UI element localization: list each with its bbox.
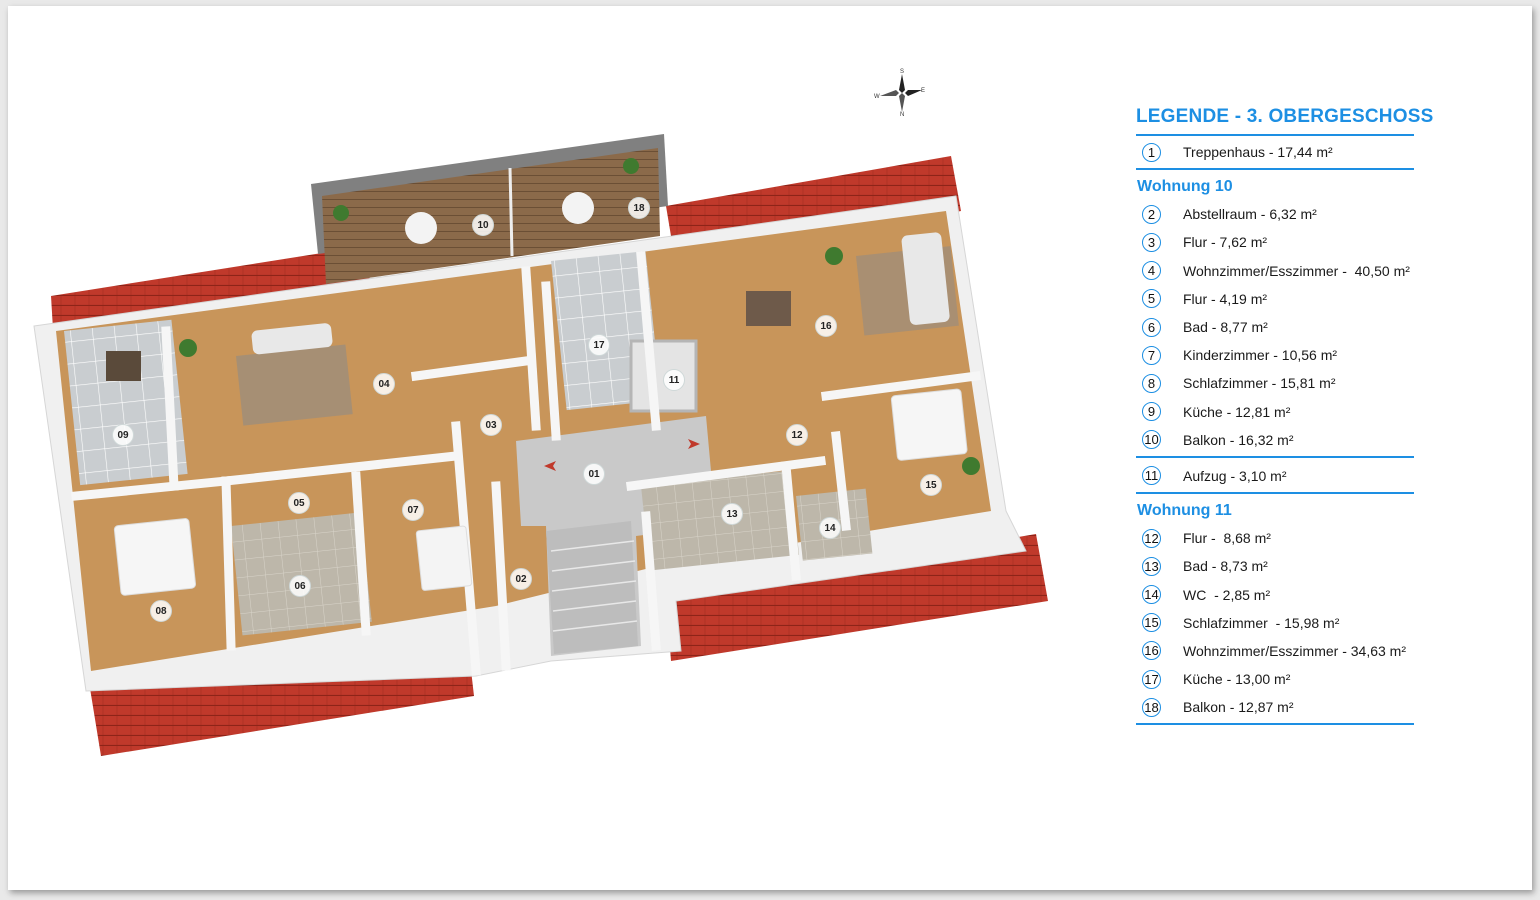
legend-item-1: 1 Treppenhaus - 17,44 m² xyxy=(1142,138,1448,166)
legend-divider xyxy=(1136,492,1414,495)
legend-item-6: 6 Bad - 8,77 m² xyxy=(1142,313,1448,341)
legend-item-17: 17 Küche - 13,00 m² xyxy=(1142,665,1448,693)
room-label-04: 04 xyxy=(373,373,395,395)
legend-number: 8 xyxy=(1142,373,1161,393)
legend-label: Wohnzimmer/Esszimmer - 34,63 m² xyxy=(1183,642,1407,659)
legend-item-7: 7 Kinderzimmer - 10,56 m² xyxy=(1142,341,1448,369)
legend-number: 17 xyxy=(1142,669,1161,689)
room-label-02: 02 xyxy=(510,568,532,590)
legend-item-9: 9 Küche - 12,81 m² xyxy=(1142,398,1448,426)
room-label-17: 17 xyxy=(588,334,610,356)
legend-number: 5 xyxy=(1142,289,1161,309)
compass-rose-icon: S N W E xyxy=(874,68,926,118)
legend-label: Bad - 8,77 m² xyxy=(1183,319,1268,336)
legend-item-8: 8 Schlafzimmer - 15,81 m² xyxy=(1142,369,1448,397)
room-label-07: 07 xyxy=(402,499,424,521)
legend-label: Aufzug - 3,10 m² xyxy=(1183,467,1287,484)
room-label-08: 08 xyxy=(150,600,172,622)
room-label-01: 01 xyxy=(583,463,605,485)
legend-number: 11 xyxy=(1142,466,1161,486)
legend-number: 12 xyxy=(1142,528,1161,548)
room-label-18: 18 xyxy=(628,197,650,219)
room-label-15: 15 xyxy=(920,474,942,496)
legend-divider xyxy=(1136,723,1414,726)
room-label-14: 14 xyxy=(819,517,841,539)
legend-label: Flur - 4,19 m² xyxy=(1183,290,1268,307)
legend-item-11: 11 Aufzug - 3,10 m² xyxy=(1142,462,1448,490)
room-label-10: 10 xyxy=(472,214,494,236)
legend-label: Flur - 8,68 m² xyxy=(1183,530,1271,547)
svg-text:S: S xyxy=(900,69,904,75)
legend-label: Schlafzimmer - 15,98 m² xyxy=(1183,614,1340,631)
legend-item-15: 15 Schlafzimmer - 15,98 m² xyxy=(1142,609,1448,637)
legend-label: Wohnzimmer/Esszimmer - 40,50 m² xyxy=(1183,262,1410,279)
legend-number: 3 xyxy=(1142,232,1161,252)
legend-number: 10 xyxy=(1142,430,1161,450)
room-label-12: 12 xyxy=(786,424,808,446)
entry-arrow-right xyxy=(688,439,700,449)
floor-plan: 01 02 03 04 05 06 07 08 09 10 11 12 13 1… xyxy=(26,56,1076,776)
svg-text:E: E xyxy=(921,88,925,94)
room-label-13: 13 xyxy=(721,503,743,525)
legend-item-13: 13 Bad - 8,73 m² xyxy=(1142,552,1448,580)
page-card: 01 02 03 04 05 06 07 08 09 10 11 12 13 1… xyxy=(8,6,1532,890)
entry-arrow-left xyxy=(544,461,556,471)
furniture xyxy=(106,158,980,596)
legend-item-14: 14 WC - 2,85 m² xyxy=(1142,580,1448,608)
legend-number: 4 xyxy=(1142,261,1161,281)
room-label-16: 16 xyxy=(815,315,837,337)
legend-number: 18 xyxy=(1142,697,1161,717)
legend-number: 16 xyxy=(1142,641,1161,661)
legend-label: Schlafzimmer - 15,81 m² xyxy=(1183,375,1336,392)
legend-divider xyxy=(1136,168,1414,171)
legend-number: 14 xyxy=(1142,585,1161,605)
group-title-wohnung-10: Wohnung 10 xyxy=(1137,178,1233,196)
legend-number: 2 xyxy=(1142,204,1161,224)
svg-text:W: W xyxy=(874,94,880,100)
room-label-03: 03 xyxy=(480,414,502,436)
legend-label: Bad - 8,73 m² xyxy=(1183,558,1268,575)
legend-number: 13 xyxy=(1142,556,1161,576)
floor-plan-drawing xyxy=(33,134,1048,756)
legend-label: WC - 2,85 m² xyxy=(1183,586,1271,603)
legend-item-16: 16 Wohnzimmer/Esszimmer - 34,63 m² xyxy=(1142,637,1448,665)
legend-label: Balkon - 12,87 m² xyxy=(1183,699,1294,716)
room-label-06: 06 xyxy=(289,575,311,597)
legend-label: Kinderzimmer - 10,56 m² xyxy=(1183,347,1338,364)
svg-text:N: N xyxy=(900,112,904,116)
legend-number: 9 xyxy=(1142,402,1161,422)
legend-item-2: 2 Abstellraum - 6,32 m² xyxy=(1142,200,1448,228)
legend-panel: LEGENDE - 3. OBERGESCHOSS 1 Treppenhaus … xyxy=(1128,106,1448,726)
legend-item-12: 12 Flur - 8,68 m² xyxy=(1142,524,1448,552)
legend-number: 15 xyxy=(1142,613,1161,633)
legend-item-4: 4 Wohnzimmer/Esszimmer - 40,50 m² xyxy=(1142,257,1448,285)
legend-item-10: 10 Balkon - 16,32 m² xyxy=(1142,426,1448,454)
room-label-05: 05 xyxy=(288,492,310,514)
legend-label: Flur - 7,62 m² xyxy=(1183,234,1268,251)
legend-title: LEGENDE - 3. OBERGESCHOSS xyxy=(1136,106,1434,127)
legend-number: 1 xyxy=(1142,142,1161,162)
legend-label: Treppenhaus - 17,44 m² xyxy=(1183,144,1333,161)
group-title-wohnung-11: Wohnung 11 xyxy=(1137,502,1232,520)
legend-number: 7 xyxy=(1142,345,1161,365)
legend-item-5: 5 Flur - 4,19 m² xyxy=(1142,285,1448,313)
balcony-terrace xyxy=(311,134,668,284)
room-label-09: 09 xyxy=(112,424,134,446)
legend-divider xyxy=(1136,455,1414,458)
legend-item-18: 18 Balkon - 12,87 m² xyxy=(1142,693,1448,721)
legend-divider xyxy=(1136,134,1414,136)
legend-label: Abstellraum - 6,32 m² xyxy=(1183,206,1317,223)
legend-item-3: 3 Flur - 7,62 m² xyxy=(1142,228,1448,256)
legend-label: Küche - 12,81 m² xyxy=(1183,403,1291,420)
legend-label: Küche - 13,00 m² xyxy=(1183,671,1291,688)
legend-number: 6 xyxy=(1142,317,1161,337)
legend-label: Balkon - 16,32 m² xyxy=(1183,431,1294,448)
room-label-11: 11 xyxy=(663,369,685,391)
